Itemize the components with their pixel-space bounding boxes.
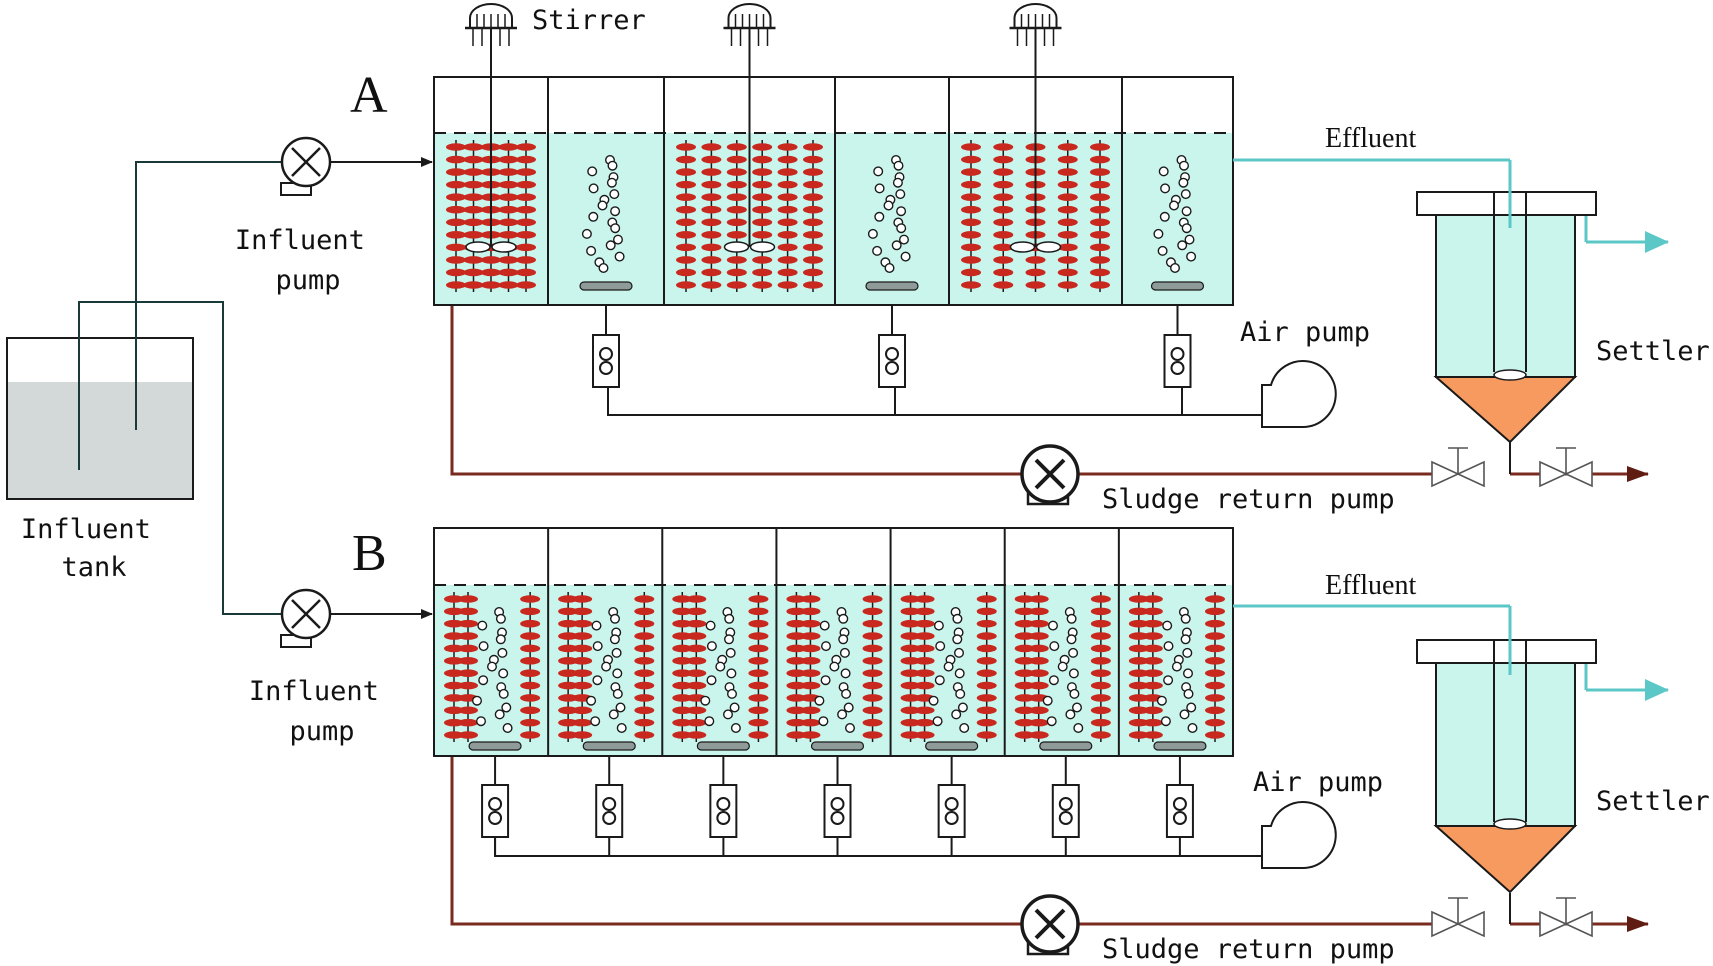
stirrer-label: Stirrer <box>532 5 646 36</box>
reactor-a-compartment <box>961 3 1110 292</box>
influent-pump-a-label: Influent pump <box>235 225 381 296</box>
influent-tank <box>6 161 283 615</box>
air-manifold-a <box>607 360 1337 428</box>
sludge-return-pump-b <box>1020 894 1080 956</box>
reactor-b-compartment <box>1128 592 1225 838</box>
settler-a-label: Settler <box>1596 336 1710 367</box>
influent-tank-liquid <box>7 382 193 499</box>
influent-line-b <box>78 301 283 615</box>
influent-pump-b-label: Influent pump <box>249 676 395 747</box>
sludge-return-a <box>450 306 1649 488</box>
influent-pump-a <box>280 136 332 196</box>
sludge-return-pump-a <box>1020 444 1080 506</box>
settler-a <box>1416 160 1669 444</box>
reactor-a-outline <box>433 76 1234 306</box>
reactor-a-compartment <box>865 154 919 388</box>
panel-b-letter: B <box>352 525 387 582</box>
effluent-a-label: Effluent <box>1325 123 1416 154</box>
air-manifold-b <box>494 801 1337 869</box>
sludge-return-b <box>450 757 1649 938</box>
reactor-a-compartment <box>579 154 633 388</box>
settler-b <box>1416 606 1669 894</box>
influent-line-a <box>135 161 283 430</box>
influent-pump-b <box>280 588 332 648</box>
panel-a-letter: A <box>350 67 388 124</box>
reactor-b-outline <box>433 527 1234 757</box>
sludge-return-a-label: Sludge return pump <box>1102 484 1395 515</box>
reactor-b-compartment <box>444 592 541 838</box>
reactor-b-compartment <box>672 592 769 838</box>
reactor-b-compartment <box>558 592 655 838</box>
sludge-return-b-label: Sludge return pump <box>1102 934 1395 965</box>
reactor-b-compartment <box>900 592 997 838</box>
reactor-a-compartment <box>1150 154 1205 388</box>
reactor-a-compartment <box>676 3 823 292</box>
settler-b-label: Settler <box>1596 786 1710 817</box>
air-pump-a-label: Air pump <box>1240 317 1370 348</box>
reactor-a-compartment <box>446 3 536 292</box>
influent-tank-body <box>6 337 194 500</box>
reactor-a <box>433 3 1234 388</box>
reactor-b <box>433 527 1234 838</box>
reactor-a-water <box>434 133 1233 305</box>
air-pump-b-label: Air pump <box>1253 767 1383 798</box>
influent-tank-label: Influent tank <box>21 514 167 583</box>
reactor-b-compartment <box>786 592 883 838</box>
effluent-b-label: Effluent <box>1325 570 1416 601</box>
